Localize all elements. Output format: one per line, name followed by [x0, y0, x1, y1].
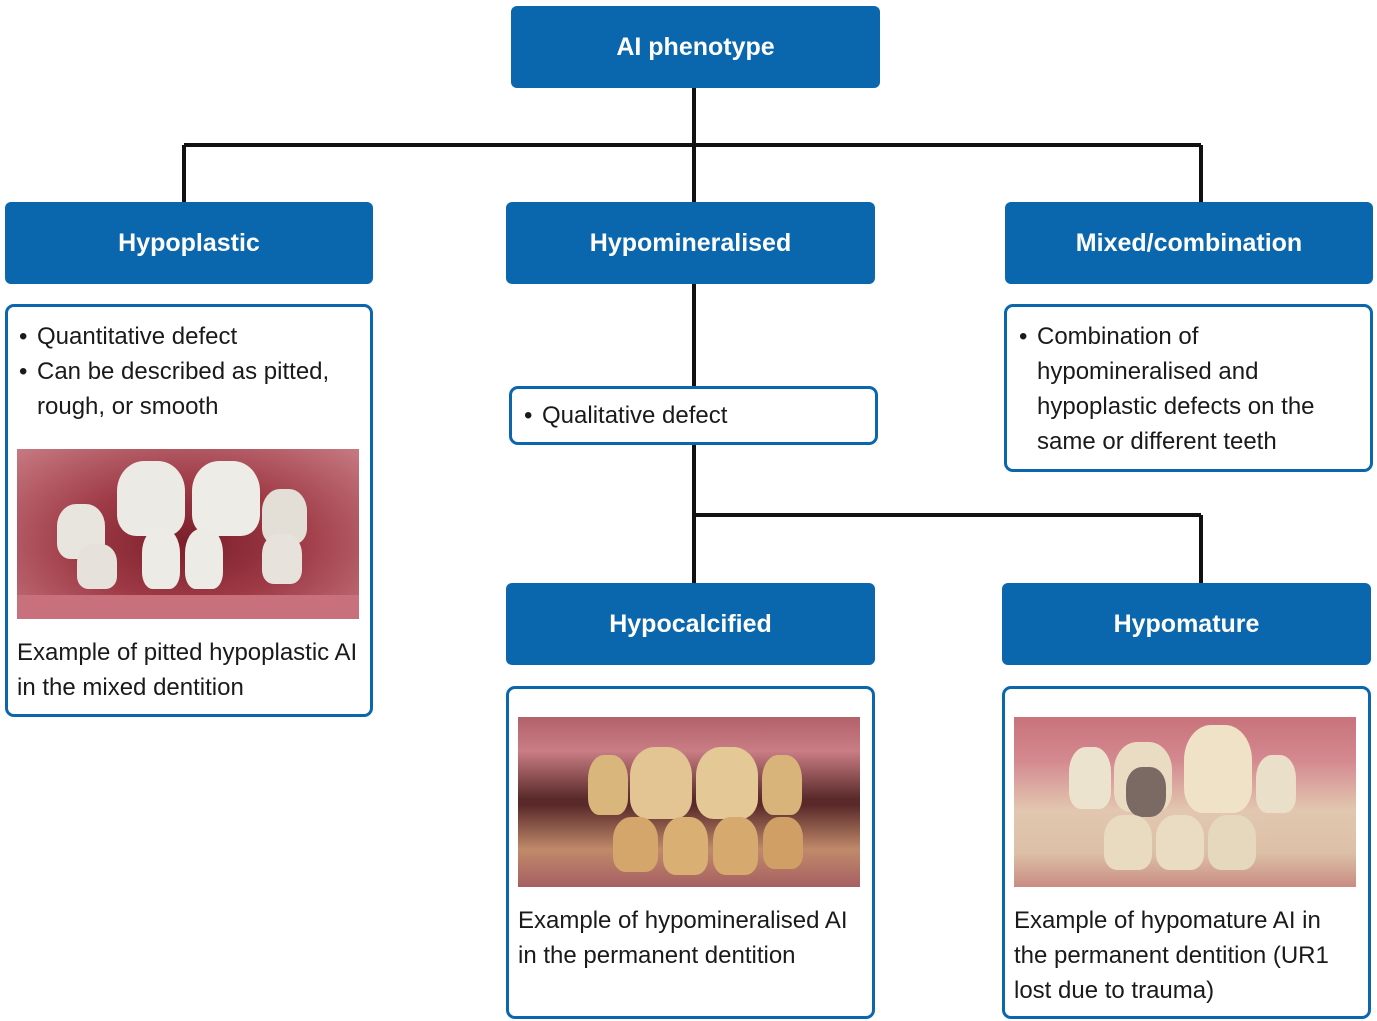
root-node-ai-phenotype: AI phenotype [511, 6, 880, 88]
node-hypomineralised-label: Hypomineralised [589, 228, 792, 257]
photo-hypomineralised-teeth [518, 717, 860, 887]
node-hypomature: Hypomature [1002, 583, 1371, 665]
hypoplastic-bullet-1: Quantitative defect [17, 319, 362, 354]
caption-hypocalcified: Example of hypomineralised AI in the per… [518, 907, 848, 969]
photo-hypomature-teeth [1014, 717, 1356, 887]
node-hypomineralised: Hypomineralised [506, 202, 875, 284]
node-hypocalcified: Hypocalcified [506, 583, 875, 665]
node-hypocalcified-label: Hypocalcified [609, 609, 772, 638]
root-node-label: AI phenotype [616, 32, 775, 61]
mixed-bullet-1: Combination of hypomineralised and hypop… [1017, 319, 1357, 459]
panel-qualitative-defect: Qualitative defect [509, 386, 878, 445]
panel-mixed-combination: Combination of hypomineralised and hypop… [1004, 304, 1373, 472]
hypomineralised-bullet-1: Qualitative defect [522, 398, 867, 433]
node-mixed-combination: Mixed/combination [1005, 202, 1373, 284]
hypomineralised-bullet-list: Qualitative defect [522, 398, 867, 433]
caption-hypomature: Example of hypomature AI in the permanen… [1014, 907, 1329, 1004]
node-hypoplastic: Hypoplastic [5, 202, 373, 284]
mixed-bullet-list: Combination of hypomineralised and hypop… [1017, 319, 1357, 459]
node-mixed-label: Mixed/combination [1075, 228, 1303, 257]
photo-pitted-hypoplastic-teeth [17, 449, 359, 619]
node-hypomature-label: Hypomature [1113, 609, 1260, 638]
node-hypoplastic-label: Hypoplastic [118, 228, 260, 257]
panel-hypomature: Example of hypomature AI in the permanen… [1002, 686, 1371, 1019]
panel-hypocalcified: Example of hypomineralised AI in the per… [506, 686, 875, 1019]
panel-hypoplastic: Quantitative defect Can be described as … [5, 304, 373, 717]
hypoplastic-bullet-2: Can be described as pitted, rough, or sm… [17, 354, 362, 424]
hypoplastic-bullet-list: Quantitative defect Can be described as … [17, 319, 362, 424]
caption-hypoplastic: Example of pitted hypoplastic AI in the … [17, 639, 358, 701]
